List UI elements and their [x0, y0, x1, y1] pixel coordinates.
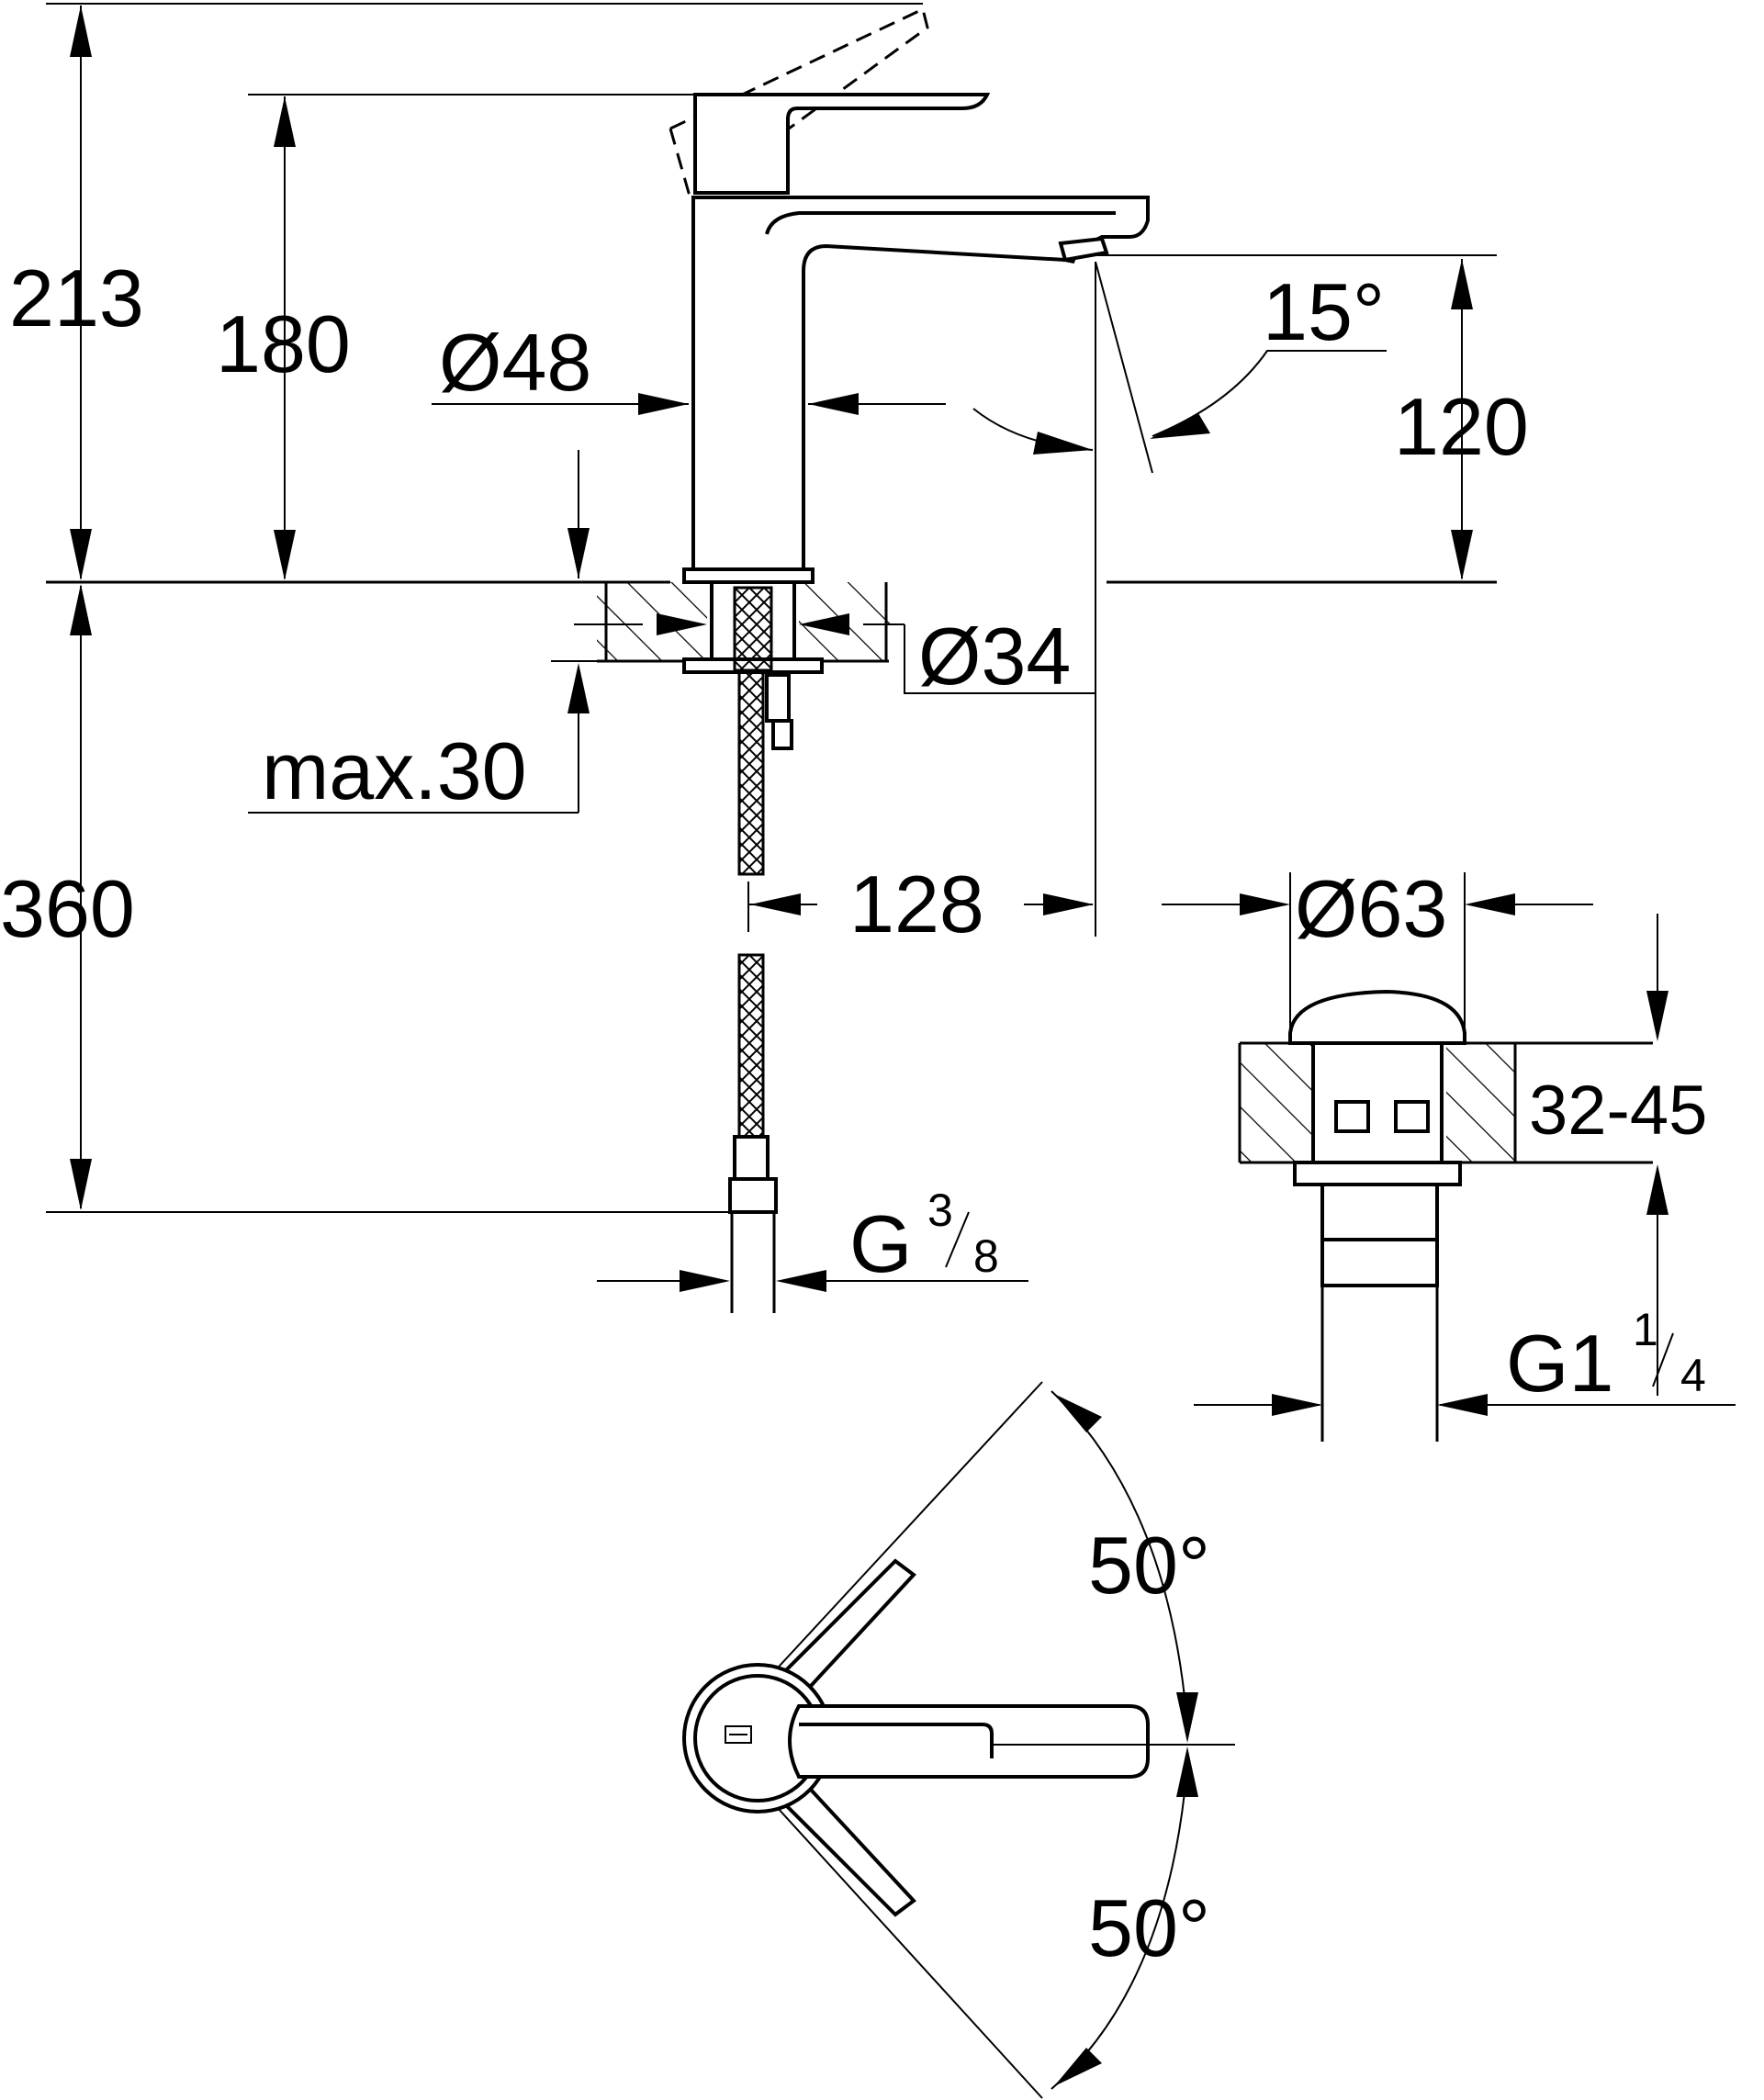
- dimension-lines: [46, 3, 1497, 1282]
- hose-thread-main: G: [849, 1198, 912, 1289]
- waste-range-label: 32-45: [1529, 1072, 1707, 1150]
- faucet-top-view: [682, 1381, 1235, 2099]
- spout-angle-label: 15°: [1263, 266, 1385, 357]
- waste-thread-num: 1: [1633, 1304, 1658, 1355]
- hole-diameter-label: Ø34: [918, 611, 1071, 702]
- max-thickness-label: max.30: [262, 725, 527, 816]
- lever-angle-bottom-label: 50°: [1088, 1882, 1210, 1973]
- lever-angle-top-label: 50°: [1088, 1520, 1210, 1611]
- spout-height-label: 180: [216, 298, 351, 389]
- fixing-assembly: [682, 580, 824, 1313]
- hose-thread-den: 8: [973, 1230, 999, 1282]
- waste-thread-den: 4: [1680, 1350, 1706, 1401]
- waste-valve: [1238, 989, 1653, 1442]
- dimension-arrows: [70, 6, 1473, 1292]
- body-diameter-label: Ø48: [439, 317, 591, 408]
- waste-dimension-lines: [1162, 872, 1736, 1416]
- projection-label: 128: [849, 859, 984, 949]
- waste-diameter-label: Ø63: [1295, 863, 1447, 954]
- hose-thread-num: 3: [927, 1185, 953, 1236]
- hose-length-label: 360: [0, 863, 135, 954]
- waste-thread-label: G1 1 4: [1506, 1304, 1706, 1409]
- faucet-side-view: [669, 6, 1150, 584]
- hose-thread-label: G 3 8: [849, 1185, 999, 1289]
- waste-thread-main: G1: [1506, 1318, 1613, 1409]
- brand-logo-icon: [725, 1725, 752, 1744]
- spout-clearance-label: 120: [1394, 381, 1529, 472]
- total-height-label: 213: [9, 253, 144, 343]
